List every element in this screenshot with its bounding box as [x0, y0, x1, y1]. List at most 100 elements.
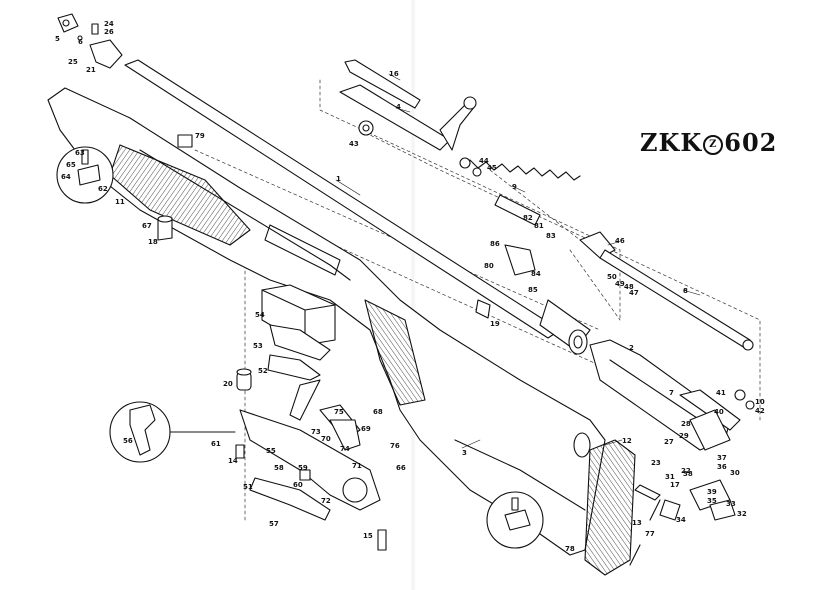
part-label: 32 — [737, 510, 747, 518]
magazine — [261, 284, 336, 381]
part-label: 29 — [679, 432, 689, 440]
part-label: 77 — [645, 530, 655, 538]
part-label: 12 — [622, 437, 632, 445]
part-label: 17 — [670, 481, 680, 489]
page-fold — [410, 0, 416, 590]
part-label: 47 — [629, 289, 639, 297]
part-label: 75 — [334, 408, 344, 416]
part-label: 65 — [66, 161, 76, 169]
part-label: 22 — [681, 467, 691, 475]
detail-trigger-circle — [109, 401, 236, 463]
part-label: 64 — [61, 173, 71, 181]
part-label: 58 — [274, 464, 284, 472]
part-label: 27 — [664, 438, 674, 446]
part-label: 31 — [665, 473, 675, 481]
part-label: 86 — [490, 240, 500, 248]
part-label: 61 — [211, 440, 221, 448]
leader-lines — [335, 73, 701, 449]
part-label: 24 — [104, 20, 114, 28]
part-label: 2 — [629, 344, 634, 352]
part-label: 62 — [98, 185, 108, 193]
part-label: 37 — [717, 454, 727, 462]
part-label: 16 — [389, 70, 399, 78]
part-label: 35 — [707, 497, 717, 505]
part-label: 51 — [243, 483, 253, 491]
part-label: 3 — [462, 449, 467, 457]
part-label: 85 — [528, 286, 538, 294]
part-label: 46 — [615, 237, 625, 245]
part-label: 54 — [255, 311, 265, 319]
firing-pin — [579, 231, 754, 351]
part-label: 9 — [512, 183, 517, 191]
part-label: 83 — [546, 232, 556, 240]
part-label: 28 — [681, 420, 691, 428]
part-label: 26 — [104, 28, 114, 36]
part-label: 23 — [651, 459, 661, 467]
firing-pin-spring — [459, 157, 581, 181]
part-label: 14 — [228, 457, 238, 465]
part-label: 5 — [55, 35, 60, 43]
part-label: 82 — [523, 214, 533, 222]
zkk-logo-icon: Z — [703, 134, 724, 155]
part-label: 44 — [479, 157, 489, 165]
part-label: 59 — [298, 464, 308, 472]
part-label: 6 — [78, 38, 83, 46]
part-label: 41 — [716, 389, 726, 397]
part-label: 18 — [148, 238, 158, 246]
part-label: 80 — [484, 262, 494, 270]
part-label: 50 — [607, 273, 617, 281]
part-label: 15 — [363, 532, 373, 540]
part-label: 78 — [565, 545, 575, 553]
part-label: 30 — [730, 469, 740, 477]
small-parts — [157, 134, 755, 551]
part-label: 4 — [396, 103, 401, 111]
part-label: 81 — [534, 222, 544, 230]
part-label: 76 — [390, 442, 400, 450]
part-label: 10 — [755, 398, 765, 406]
part-label: 66 — [396, 464, 406, 472]
part-label: 55 — [266, 447, 276, 455]
part-label: 8 — [683, 287, 688, 295]
part-label: 63 — [75, 149, 85, 157]
butt-pad — [584, 439, 661, 576]
part-label: 57 — [269, 520, 279, 528]
part-label: 48 — [624, 283, 634, 291]
barrel — [124, 59, 591, 355]
part-label: 56 — [123, 437, 133, 445]
part-label: 70 — [321, 435, 331, 443]
part-label: 13 — [632, 519, 642, 527]
part-label: 73 — [311, 428, 321, 436]
part-label: 7 — [669, 389, 674, 397]
part-label: 45 — [487, 164, 497, 172]
part-label: 42 — [755, 407, 765, 415]
bolt — [339, 59, 477, 151]
part-label: 79 — [195, 132, 205, 140]
detail-sight-circle — [56, 146, 114, 204]
part-label: 71 — [352, 462, 362, 470]
part-label: 1 — [336, 175, 341, 183]
part-label: 33 — [726, 500, 736, 508]
part-label: 25 — [68, 58, 78, 66]
part-label: 69 — [361, 425, 371, 433]
part-label: 38 — [683, 470, 693, 478]
part-label: 52 — [258, 367, 268, 375]
front-sight — [57, 13, 123, 69]
part-label: 40 — [714, 408, 724, 416]
part-label: 74 — [340, 445, 350, 453]
part-label: 34 — [676, 516, 686, 524]
trigger-guard — [239, 409, 381, 521]
part-label: 72 — [321, 497, 331, 505]
part-label: 60 — [293, 481, 303, 489]
part-label: 39 — [707, 488, 717, 496]
stock — [47, 87, 606, 556]
part-label: 21 — [86, 66, 96, 74]
part-label: 68 — [373, 408, 383, 416]
trigger-mechanism — [289, 379, 361, 451]
part-label: 20 — [223, 380, 233, 388]
part-label: 84 — [531, 270, 541, 278]
detail-sling-circle — [486, 491, 544, 549]
part-label: 43 — [349, 140, 359, 148]
part-label: 53 — [253, 342, 263, 350]
